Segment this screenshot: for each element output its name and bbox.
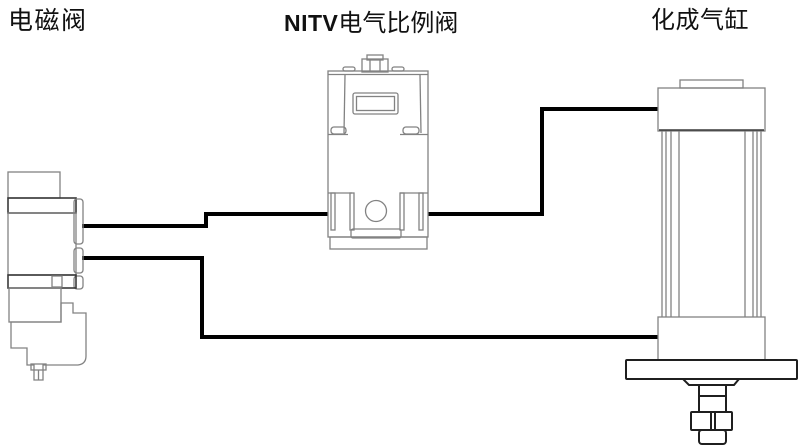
valve-knob-cap <box>366 54 384 61</box>
cylinder-drawing <box>625 79 798 445</box>
valve-mid-screw-right <box>402 126 420 135</box>
solenoid-port-tab-2 <box>73 247 84 274</box>
wire-solenoid-to-proportional-valve <box>82 212 328 228</box>
proportional-valve-label-prefix: NITV <box>284 10 339 36</box>
wire-solenoid-to-cylinder-bottom <box>82 256 658 339</box>
proportional-valve-label: NITV电气比例阀 <box>284 10 458 39</box>
cylinder-flange <box>625 359 798 380</box>
solenoid-lower-band <box>7 274 77 289</box>
solenoid-top-cap <box>7 171 61 199</box>
cylinder-top-cap <box>657 87 766 132</box>
proportional-valve-label-suffix: 电气比例阀 <box>338 11 459 37</box>
solenoid-mid-section <box>8 287 62 323</box>
valve-port-hole <box>364 199 388 223</box>
valve-inner-edge-right <box>419 74 422 134</box>
wires <box>82 107 658 339</box>
solenoid-lower-housing <box>10 302 87 381</box>
valve-top-screw-right <box>391 66 405 72</box>
valve-channel-rail-2 <box>349 192 355 231</box>
solenoid-band-divider <box>51 275 63 288</box>
valve-inner-edge-left <box>343 74 346 134</box>
valve-display-inner <box>355 95 396 112</box>
solenoid-port-tab-1 <box>73 198 84 245</box>
valve-foot-plate <box>350 228 402 239</box>
solenoid-upper-band <box>7 197 77 214</box>
cylinder-tie-rods <box>661 131 762 317</box>
cylinder-label: 化成气缸 <box>651 8 749 34</box>
valve-channel-rail-1 <box>330 192 336 231</box>
cylinder-rod <box>698 384 727 413</box>
solenoid-valve-drawing <box>7 171 87 381</box>
valve-top-screw-left <box>342 66 356 72</box>
proportional-valve-drawing <box>327 54 429 250</box>
solenoid-body <box>7 212 77 276</box>
cylinder-top-plate <box>679 79 744 89</box>
valve-channel-rail-3 <box>399 192 405 231</box>
solenoid-band-tab <box>73 275 84 290</box>
cylinder-rod-tip <box>698 429 727 445</box>
valve-display-window <box>352 92 399 115</box>
valve-channel-rail-4 <box>418 192 424 231</box>
valve-knob <box>361 58 389 73</box>
valve-base <box>329 236 428 250</box>
wire-proportional-valve-to-cylinder-top <box>428 107 658 216</box>
solenoid-valve-label: 电磁阀 <box>8 8 88 35</box>
cylinder-bottom-cap <box>657 316 766 361</box>
cylinder-flange-lip <box>680 378 742 386</box>
